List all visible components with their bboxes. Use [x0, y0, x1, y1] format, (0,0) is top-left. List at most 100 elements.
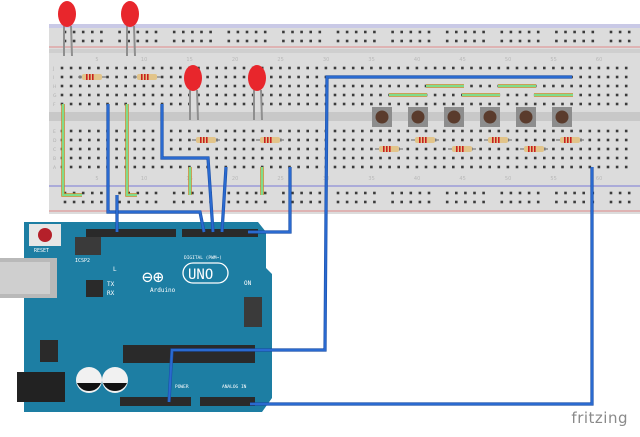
hole: [306, 156, 309, 160]
rail-hole: [72, 191, 76, 195]
hole: [179, 165, 182, 169]
rail-hole: [509, 30, 513, 34]
resistor-band: [144, 74, 146, 80]
hole: [142, 165, 146, 169]
hole: [452, 102, 455, 106]
hole: [461, 66, 464, 70]
rail-hole: [200, 191, 203, 195]
hole: [88, 147, 91, 151]
hole: [60, 93, 64, 97]
rail-hole: [518, 200, 522, 204]
digital-label: DIGITAL (PWM~): [184, 255, 222, 261]
hole: [561, 156, 564, 160]
hole: [197, 129, 200, 133]
rail-hole: [318, 191, 322, 195]
rail-hole: [464, 30, 467, 34]
hole: [270, 147, 273, 151]
hole: [270, 129, 273, 133]
hole: [552, 165, 555, 169]
rail-hole: [527, 200, 531, 204]
column-marker: 5: [95, 176, 98, 182]
hole: [279, 102, 282, 106]
rail-hole: [91, 191, 94, 195]
hole: [179, 84, 182, 88]
hole: [442, 66, 446, 70]
hole: [470, 66, 473, 70]
row-label: J: [52, 66, 54, 72]
hole: [215, 129, 218, 133]
hole: [242, 93, 246, 97]
hole: [342, 156, 346, 160]
hole: [215, 93, 218, 97]
hole: [606, 66, 610, 70]
hole: [388, 165, 391, 169]
hole: [179, 129, 182, 133]
hole: [142, 84, 146, 88]
hole: [142, 93, 146, 97]
hole: [433, 129, 437, 133]
hole: [397, 66, 400, 70]
hole: [197, 165, 200, 169]
rail-hole: [236, 191, 240, 195]
rail-hole: [282, 200, 285, 204]
led-leg: [196, 89, 199, 121]
hole: [288, 93, 291, 97]
hole: [142, 138, 146, 142]
hole: [306, 138, 309, 142]
hole: [224, 138, 228, 142]
hole: [588, 165, 592, 169]
hole: [388, 84, 391, 88]
hole: [433, 156, 437, 160]
hole: [215, 102, 218, 106]
hole: [588, 156, 592, 160]
hole: [69, 165, 73, 169]
jumper-wire: [62, 104, 82, 196]
hole: [479, 84, 482, 88]
hole: [270, 165, 273, 169]
hole: [315, 165, 319, 169]
hole: [406, 147, 410, 151]
hole: [415, 156, 419, 160]
hole: [279, 93, 282, 97]
hole: [88, 138, 91, 142]
resistor-band: [141, 74, 143, 80]
rail-hole: [555, 30, 558, 34]
hole: [60, 84, 64, 88]
hole: [361, 93, 364, 97]
rail-hole: [609, 39, 613, 43]
hole: [361, 66, 364, 70]
hole: [270, 84, 273, 88]
hole: [242, 66, 246, 70]
hole: [97, 156, 100, 160]
hole: [260, 156, 264, 160]
rail-hole: [500, 30, 504, 34]
hole: [279, 156, 282, 160]
hole: [78, 147, 82, 151]
column-marker: 40: [414, 176, 420, 182]
rail-hole: [145, 191, 149, 195]
hole: [615, 75, 619, 79]
hole: [442, 156, 446, 160]
hole: [561, 165, 564, 169]
rail-hole: [154, 191, 158, 195]
rail-hole: [573, 200, 576, 204]
hole: [533, 129, 537, 133]
hole: [270, 102, 273, 106]
hole: [506, 93, 510, 97]
rail-hole: [445, 191, 449, 195]
hole: [179, 147, 182, 151]
hole: [361, 165, 364, 169]
digital-header-1: [86, 229, 176, 237]
rail-hole: [582, 39, 585, 43]
hole: [479, 138, 482, 142]
hole: [315, 102, 319, 106]
hole: [406, 129, 410, 133]
hole: [615, 102, 619, 106]
hole: [579, 165, 582, 169]
hole: [206, 75, 209, 79]
hole: [579, 129, 582, 133]
hole: [561, 102, 564, 106]
jumper-wire: [126, 104, 137, 196]
hole: [597, 93, 601, 97]
rail-hole: [500, 39, 504, 43]
